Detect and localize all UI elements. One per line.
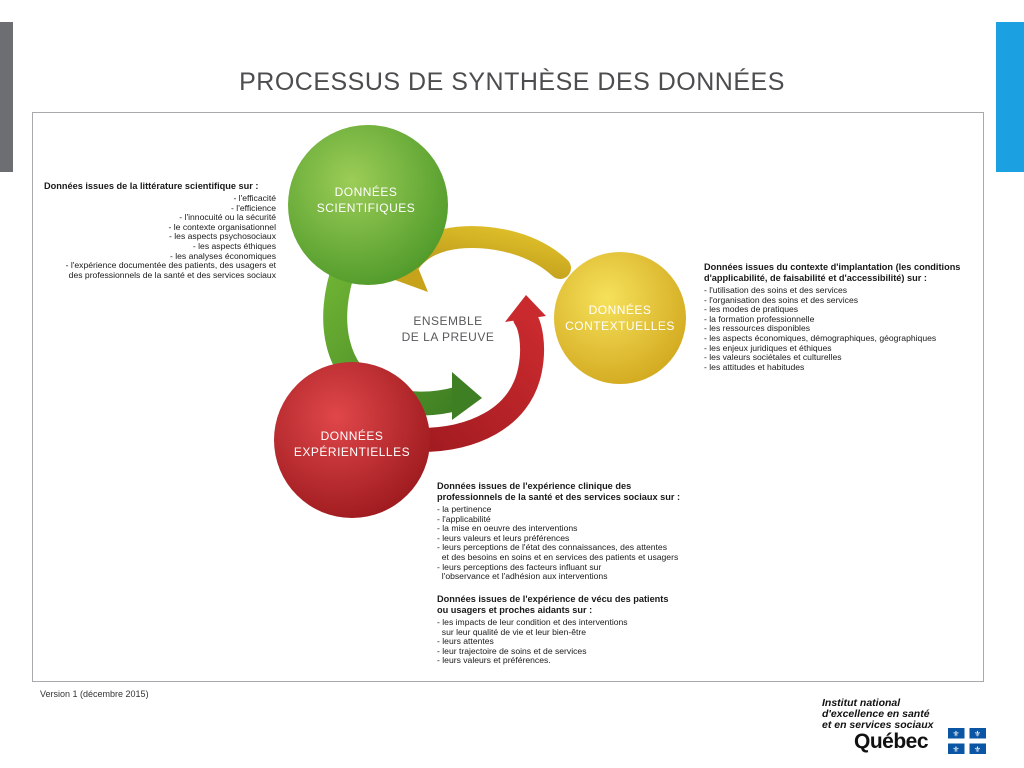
quebec-wordmark: Québec [854,730,929,753]
list-item: - les attitudes et habitudes [704,361,805,372]
logo-line: Institut national [822,697,901,709]
list-item: - l'organisation des soins et des servic… [704,294,859,305]
list-item: - la pertinence [437,504,492,514]
clinical-experience-textblock: Données issues de l'expérience clinique … [437,481,707,582]
scientific-data-textblock: Données issues de la littérature scienti… [44,181,276,280]
list-item: - l'expérience documentée des patients, … [65,260,276,271]
left-accent-tab [0,22,13,172]
lived-experience-list: - les impacts de leur condition et des i… [437,617,707,666]
node-label-contextuelles-line1: DONNÉES [589,302,652,317]
clinical-experience-list: - la pertinence - l'applicabilité - la m… [437,504,707,582]
right-accent-tab [996,22,1024,172]
list-item: - le contexte organisationnel [168,221,277,232]
list-item: - les enjeux juridiques et éthiques [704,342,832,353]
heading-line: Données issues de l'expérience clinique … [437,481,632,491]
list-item: sur leur qualité de vie et leur bien-êtr… [437,626,587,637]
green-arrowhead [452,372,482,420]
list-item: - les valeurs sociétales et culturelles [704,352,842,363]
list-item: et des besoins en soins et en services d… [437,551,679,562]
quebec-flag-icon: ⚜ ⚜ ⚜ ⚜ [948,728,986,754]
list-item: - les modes de pratiques [704,304,799,315]
version-note: Version 1 (décembre 2015) [40,689,149,699]
heading-line: d'applicabilité, de faisabilité et d'acc… [704,273,927,283]
center-label-line1: ENSEMBLE [413,314,482,328]
list-item: - leurs attentes [437,636,494,647]
page-title: PROCESSUS DE SYNTHÈSE DES DONNÉES [239,68,785,96]
institute-name: Institut national d'excellence en santé … [822,698,934,731]
node-label-scientifiques-line1: DONNÉES [335,184,398,199]
red-arrowhead [505,295,546,322]
diagram-frame [32,112,984,682]
list-item: - la mise en oeuvre des interventions [437,523,578,534]
heading-line: Données issues du contexte d'implantatio… [704,262,961,272]
list-item: - leurs valeurs et préférences. [437,655,551,666]
list-item: - les ressources disponibles [704,323,811,334]
list-item: - la formation professionnelle [704,313,815,324]
contextual-data-heading: Données issues du contexte d'implantatio… [704,262,974,284]
node-scientifiques [288,125,448,285]
lived-experience-textblock: Données issues de l'expérience de vécu d… [437,594,707,666]
inesss-quebec-logo: Institut national d'excellence en santé … [822,698,992,758]
scientific-data-heading: Données issues de la littérature scienti… [44,181,259,191]
svg-text:⚜: ⚜ [952,745,959,754]
node-experientielles [274,362,430,518]
contextual-data-textblock: Données issues du contexte d'implantatio… [704,262,974,372]
list-item: - leurs valeurs et leurs préférences [437,532,570,543]
list-item: l'observance et l'adhésion aux intervent… [437,571,608,582]
node-label-experientielles-line1: DONNÉES [321,428,384,443]
heading-line: ou usagers et proches aidants sur : [437,605,593,615]
list-item: - les analyses économiques [169,250,276,261]
list-item: - leurs perceptions de l'état des connai… [437,542,667,553]
list-item: - les aspects éthiques [192,240,276,251]
contextual-data-list: - l'utilisation des soins et des service… [704,285,974,372]
list-item: - leur trajectoire de soins et de servic… [437,645,587,656]
list-item: - leurs perceptions des facteurs influan… [437,561,602,572]
list-item: - les aspects psychosociaux [169,231,276,242]
svg-text:⚜: ⚜ [952,730,959,739]
svg-text:⚜: ⚜ [974,745,981,754]
lived-experience-heading: Données issues de l'expérience de vécu d… [437,594,707,616]
list-item: - les aspects économiques, démographique… [704,332,937,343]
logo-line: et en services sociaux [822,719,934,731]
heading-line: Données issues de l'expérience de vécu d… [437,594,669,604]
list-item: - l'efficience [231,202,276,213]
node-contextuelles [554,252,686,384]
list-item: des professionnels de la santé et des se… [68,269,276,280]
node-label-scientifiques-line2: SCIENTIFIQUES [317,201,416,215]
node-label-contextuelles-line2: CONTEXTUELLES [565,319,675,333]
scientific-data-list: - l'efficacité - l'efficience - l'innocu… [44,193,277,280]
list-item: - l'applicabilité [437,513,491,524]
clinical-experience-heading: Données issues de l'expérience clinique … [437,481,707,503]
logo-line: d'excellence en santé [822,708,930,720]
list-item: - l'efficacité [233,193,276,203]
list-item: - l'utilisation des soins et des service… [704,285,848,295]
center-label-line2: DE LA PREUVE [402,330,495,344]
list-item: - les impacts de leur condition et des i… [437,617,628,627]
svg-text:⚜: ⚜ [974,730,981,739]
list-item: - l'innocuité ou la sécurité [179,212,276,223]
red-arrow-arc [408,306,545,452]
node-label-experientielles-line2: EXPÉRIENTIELLES [294,444,410,459]
heading-line: professionnels de la santé et des servic… [437,492,681,502]
